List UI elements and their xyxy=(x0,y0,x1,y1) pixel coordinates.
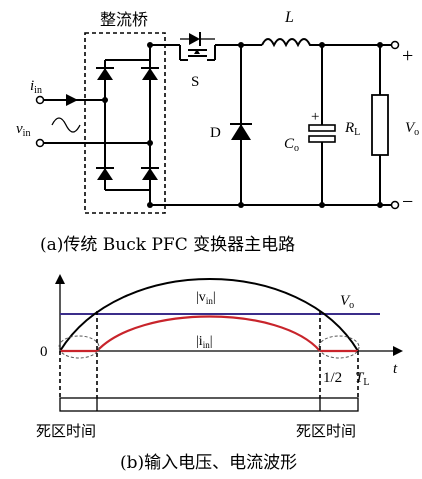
output-voltage-label: Vo xyxy=(405,120,419,138)
origin-label: 0 xyxy=(40,344,48,360)
waveform-diagram: t 0 Vo |vin| |iin| 1/2 TL 死区时间 死区时间 (b)输… xyxy=(36,274,403,473)
ac-source-icon xyxy=(51,117,81,133)
ac-input: iin vin xyxy=(16,78,150,148)
caption-a: (a)传统 Buck PFC 变换器主电路 xyxy=(40,235,295,255)
bridge-diode-3 xyxy=(97,168,113,180)
input-terminal-top xyxy=(35,95,45,105)
dead-zone-label-right: 死区时间 xyxy=(296,422,356,440)
iin-label: iin xyxy=(30,78,42,96)
bridge-label: 整流桥 xyxy=(100,10,148,29)
vin-curve xyxy=(59,278,359,352)
switch-arrow xyxy=(194,49,200,54)
resistor-rl: RL xyxy=(344,45,389,208)
vin-label: vin xyxy=(16,121,30,139)
iin-curve xyxy=(96,315,321,352)
caption-b: (b)输入电压、电流波形 xyxy=(120,453,297,473)
inductor-l: L xyxy=(261,9,312,48)
switch-s: S xyxy=(179,32,216,90)
t-axis-label: t xyxy=(393,361,398,377)
bridge-diode-2 xyxy=(142,68,158,80)
switch-label: S xyxy=(191,74,199,90)
dead-zone-label-left: 死区时间 xyxy=(36,422,96,440)
current-arrow xyxy=(66,94,78,106)
bridge-dashed-box xyxy=(84,32,166,214)
bridge-diode-1 xyxy=(97,68,113,80)
period-label: TL xyxy=(355,370,369,388)
rectifier-bridge xyxy=(96,42,159,208)
freewheel-diode-d: D xyxy=(210,45,252,208)
diode-label: D xyxy=(210,125,221,141)
iin-label: |iin| xyxy=(196,334,213,350)
capacitor-co: + Co xyxy=(284,45,336,208)
switch-body-diode xyxy=(189,33,200,45)
dead-zone-ellipse-left xyxy=(58,335,100,359)
vin-label: |vin| xyxy=(196,290,216,306)
capacitor-label: Co xyxy=(284,136,299,154)
output-terminal-minus xyxy=(390,200,400,210)
circuit-diagram: 整流桥 xyxy=(16,9,419,255)
top-rail xyxy=(150,42,392,48)
y-axis-arrow xyxy=(55,274,65,284)
input-terminal-bottom xyxy=(35,138,45,148)
bridge-diode-4 xyxy=(142,168,158,180)
output-terminal-plus xyxy=(390,40,400,50)
half-period-label: 1/2 xyxy=(323,370,342,386)
output-terminals: + − Vo xyxy=(390,40,419,213)
capacitor-polarity: + xyxy=(311,109,319,125)
vo-label: Vo xyxy=(340,293,354,311)
t-axis-arrow xyxy=(393,346,403,356)
plus-terminal-label: + xyxy=(402,45,413,67)
dead-zone-ellipse-right xyxy=(318,335,360,359)
diode-d-triangle xyxy=(231,124,251,140)
minus-terminal-label: − xyxy=(402,191,413,213)
inductor-label: L xyxy=(284,9,294,26)
resistor-label: RL xyxy=(344,120,360,138)
timing-bar xyxy=(59,397,359,412)
